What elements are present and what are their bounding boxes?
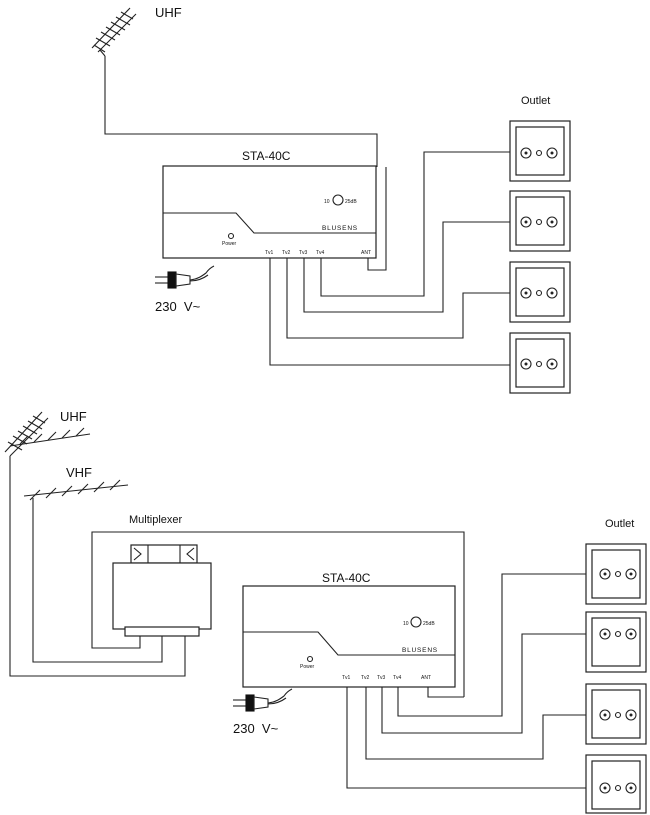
- port-tv3: Tv3: [299, 250, 308, 256]
- amp-model-label: STA-40C: [242, 149, 291, 163]
- outlet-label: Outlet: [521, 95, 550, 107]
- gain-low-label: 10: [403, 621, 409, 627]
- wall-outlet-4: [509, 332, 571, 394]
- wall-outlet-2: [509, 190, 571, 252]
- wiring-2: [9, 456, 586, 789]
- multiplexer: [112, 544, 212, 637]
- diagram-1-single-antenna: UHF STA-40C 10 25dB BLUSENS Power Tv1: [91, 5, 571, 394]
- voltage-label: 230 V~: [155, 299, 201, 314]
- gain-high-label: 25dB: [423, 621, 435, 627]
- wall-outlet-3: [585, 683, 647, 745]
- wall-outlet-2: [585, 611, 647, 673]
- wall-outlet-1: [585, 543, 647, 605]
- gain-low-label: 10: [324, 199, 330, 205]
- voltage-label: 230 V~: [233, 721, 279, 736]
- port-tv2: Tv2: [361, 675, 370, 681]
- port-ant: ANT: [421, 675, 431, 681]
- brand-logo: BLUSENS: [402, 647, 438, 654]
- power-label: Power: [300, 664, 315, 670]
- port-tv1: Tv1: [265, 250, 274, 256]
- port-ant: ANT: [361, 250, 371, 256]
- wall-outlet-1: [509, 120, 571, 182]
- gain-high-label: 25dB: [345, 199, 357, 205]
- power-plug-icon: [155, 265, 215, 289]
- vhf-antenna-icon: [23, 479, 129, 501]
- wall-outlet-3: [509, 261, 571, 323]
- power-label: Power: [222, 241, 237, 247]
- uhf-label: UHF: [155, 5, 182, 20]
- amplifier-sta40c-1: [162, 165, 377, 259]
- multiplexer-label: Multiplexer: [129, 514, 183, 526]
- power-plug-icon: [233, 688, 293, 712]
- diagram-2-with-multiplexer: UHF VHF: [4, 409, 647, 814]
- amplifier-sta40c-2: [242, 585, 456, 688]
- wiring-1: [104, 56, 510, 366]
- wall-outlet-4: [585, 754, 647, 814]
- port-tv2: Tv2: [282, 250, 291, 256]
- vhf-label: VHF: [66, 465, 92, 480]
- port-tv4: Tv4: [393, 675, 402, 681]
- port-tv4: Tv4: [316, 250, 325, 256]
- uhf-antenna-icon: [91, 7, 137, 57]
- uhf-antenna-icon: [4, 411, 91, 457]
- uhf-label: UHF: [60, 409, 87, 424]
- amp-model-label: STA-40C: [322, 571, 371, 585]
- port-tv1: Tv1: [342, 675, 351, 681]
- brand-logo: BLUSENS: [322, 225, 358, 232]
- port-tv3: Tv3: [377, 675, 386, 681]
- outlet-label: Outlet: [605, 518, 634, 530]
